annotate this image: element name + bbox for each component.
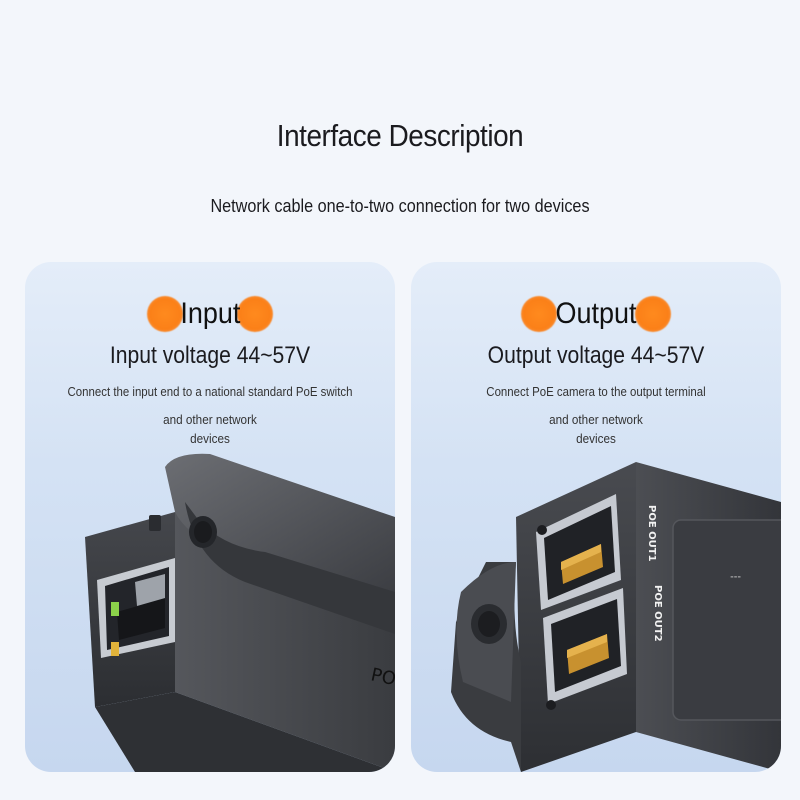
output-label: Output <box>555 297 637 330</box>
input-device-marking: PO <box>369 664 395 690</box>
side-print: --- <box>730 571 741 582</box>
page-title: Interface Description <box>276 118 524 153</box>
output-description-line3: devices <box>576 431 616 446</box>
output-description-line2: and other network <box>549 412 643 427</box>
page-subtitle: Network cable one-to-two connection for … <box>210 196 590 216</box>
output-description: Connect PoE camera to the output termina… <box>486 384 706 399</box>
input-description-line3: devices <box>190 431 230 446</box>
input-description: Connect the input end to a national stan… <box>67 384 353 399</box>
port2-label: POE OUT2 <box>652 585 663 642</box>
output-device-image: --- POE OUT1 POE OUT2 <box>451 462 781 772</box>
output-badge: Output <box>411 292 781 336</box>
output-description-continued: and other network devices <box>430 410 763 448</box>
port1-label: POE OUT1 <box>646 505 657 562</box>
input-description-continued: and other network devices <box>44 410 377 448</box>
output-voltage: Output voltage 44~57V <box>487 342 705 369</box>
orange-dot-icon <box>635 296 672 332</box>
input-label: Input <box>179 297 241 330</box>
orange-dot-icon <box>520 296 557 332</box>
input-device-image: PO <box>85 453 395 772</box>
input-description-line2: and other network <box>163 412 257 427</box>
input-badge: Input <box>25 292 395 336</box>
input-card: PO Input Input voltage 44~57V Connect th… <box>25 262 395 772</box>
input-voltage: Input voltage 44~57V <box>109 342 311 369</box>
orange-dot-icon <box>237 296 274 332</box>
output-card: --- POE OUT1 POE OUT2 Output Output volt… <box>411 262 781 772</box>
orange-dot-icon <box>146 296 183 332</box>
